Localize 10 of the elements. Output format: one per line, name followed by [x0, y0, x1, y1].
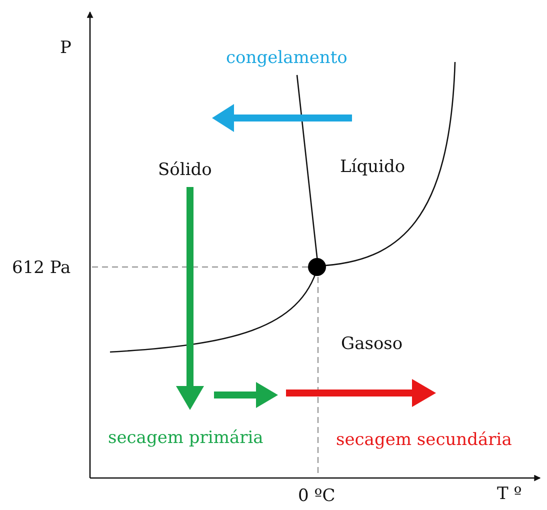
- region-label: Sólido: [158, 160, 212, 180]
- process-label: congelamento: [226, 48, 348, 68]
- region-label: Gasoso: [341, 334, 403, 354]
- axis-label: P: [60, 38, 72, 58]
- process-label: secagem primária: [108, 428, 264, 448]
- region-label: Líquido: [340, 157, 406, 177]
- pressure-label: 612 Pa: [12, 258, 71, 278]
- process-label: secagem secundária: [336, 430, 512, 450]
- temperature-label: 0 ºC: [298, 486, 336, 506]
- axis-label: T º: [497, 484, 522, 504]
